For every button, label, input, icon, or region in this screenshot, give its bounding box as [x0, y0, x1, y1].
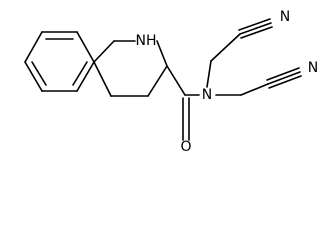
bond-benzene-5 — [24, 61, 43, 92]
bond-benzene-inner-3 — [72, 61, 88, 86]
bond-benzene-inner-2 — [31, 61, 47, 86]
bond-ring-4 — [147, 65, 168, 97]
bond-ring-3 — [156, 40, 168, 67]
amide-nitrogen-label: N — [202, 87, 212, 103]
bond-lower-triple-2 — [268, 75, 302, 89]
bond-benzene-3 — [76, 61, 95, 92]
bond-upper-triple-2 — [240, 26, 273, 39]
benzene-ring — [24, 31, 95, 92]
upper-nitrile-nitrogen-label: N — [280, 9, 290, 25]
chemical-structure: NH N O N N — [24, 9, 318, 155]
carbonyl-oxygen-label: O — [180, 139, 191, 155]
bond-ring-6 — [93, 61, 112, 97]
lower-nitrile-nitrogen-label: N — [308, 60, 318, 76]
bond-lower-triple-3 — [266, 67, 300, 81]
bond-lower-ch2-c — [240, 83, 269, 96]
bond-n-upper-ch2 — [206, 60, 212, 88]
bond-upper-triple-3 — [238, 18, 271, 31]
bond-ring-1 — [93, 40, 115, 63]
side-chain — [166, 18, 302, 141]
molecule-canvas: NH N O N N — [24, 9, 319, 155]
bond-benzene-6 — [24, 31, 43, 63]
bond-upper-triple-1 — [239, 22, 272, 35]
bond-benzene-2 — [76, 31, 95, 63]
bond-upper-ch2-c — [210, 33, 241, 62]
bond-lower-triple-1 — [267, 71, 301, 85]
nh-label: NH — [136, 33, 157, 49]
tetrahydroisoquinoline-ring — [93, 40, 168, 97]
bond-c3-carbonyl — [166, 65, 186, 96]
